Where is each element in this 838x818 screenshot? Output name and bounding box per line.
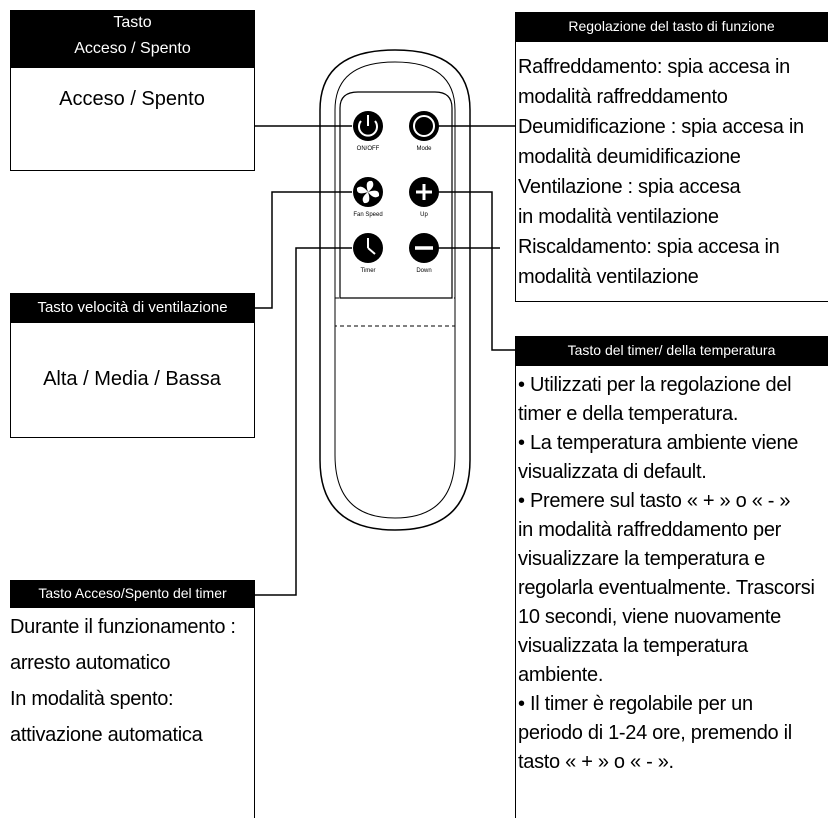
timer-temp-line: periodo di 1-24 ore, premendo il [518,722,792,744]
remote-body [319,49,471,531]
timer-temp-line: 10 secondi, viene nuovamente [518,606,781,628]
label-down: Down [416,268,431,274]
timer-temp-line: visualizzata la temperatura [518,635,748,657]
label-mode: Mode [416,146,432,152]
function-line: modalità deumidificazione [518,146,741,168]
timer-temp-line: visualizzare la temperatura e [518,548,765,570]
timer-temp-header-text: Tasto del timer/ della temperatura [567,342,776,358]
timer-temp-line: • La temperatura ambiente viene [518,432,799,454]
fan-icon [353,177,383,207]
fan-box-body: Alta / Media / Bassa [43,368,221,390]
power-box-body: Acceso / Spento [59,88,205,110]
timer-temp-box-header: Tasto del timer/ della temperatura [515,336,828,366]
timer-header-text: Tasto Acceso/Spento del timer [38,585,227,601]
circle-icon [409,111,439,141]
label-fan: Fan Speed [353,212,382,218]
connector-up [436,191,515,351]
timer-temp-line: in modalità raffreddamento per [518,519,782,541]
timer-line: arresto automatico [10,652,171,674]
remote-button-panel [339,91,453,299]
fan-box-header: Tasto velocità di ventilazione [10,293,255,323]
function-line: modalità raffreddamento [518,86,728,108]
timer-temp-line: • Premere sul tasto « + » o « - » [518,490,791,512]
timer-temp-line: • Utilizzati per la regolazione del [518,374,792,396]
power-header-line2: Acceso / Spento [74,40,191,57]
power-box: Acceso / Spento [10,68,255,171]
function-line: Raffreddamento: spia accesa in [518,56,790,78]
power-header-line1: Tasto [113,14,152,31]
fan-box: Alta / Media / Bassa [10,323,255,438]
plus-icon [409,177,439,207]
function-line: Deumidificazione : spia accesa in [518,116,804,138]
timer-line: Durante il funzionamento : [10,616,236,638]
label-timer: Timer [360,268,375,274]
function-box-header: Regolazione del tasto di funzione [515,12,828,42]
fan-header-text: Tasto velocità di ventilazione [37,299,228,316]
timer-temp-line: timer e della temperatura. [518,403,739,425]
connector-timer [255,247,352,596]
power-box-header: Tasto Acceso / Spento [10,10,255,68]
timer-temp-line: tasto « + » o « - ». [518,751,674,773]
clock-icon [353,233,383,263]
remote-display [334,297,456,327]
connector-fan [255,191,352,309]
timer-line: In modalità spento: [10,688,174,710]
function-line: in modalità ventilazione [518,206,719,228]
function-box: Raffreddamento: spia accesa in modalità … [515,42,828,302]
timer-box-header: Tasto Acceso/Spento del timer [10,580,255,608]
timer-box: Durante il funzionamento : arresto autom… [10,608,255,818]
function-line: Ventilazione : spia accesa [518,176,741,198]
function-line: Riscaldamento: spia accesa in [518,236,780,258]
minus-icon [409,233,439,263]
function-header-text: Regolazione del tasto di funzione [568,18,775,34]
label-onoff: ON/OFF [357,146,380,152]
remote-inner-outline [334,61,456,519]
timer-temp-box: • Utilizzati per la regolazione del time… [515,366,828,818]
timer-line: attivazione automatica [10,724,203,746]
timer-temp-line: • Il timer è regolabile per un [518,693,753,715]
label-up: Up [420,212,428,218]
timer-temp-line: regolarla eventualmente. Trascorsi [518,577,815,599]
power-icon [353,111,383,141]
timer-temp-line: ambiente. [518,664,604,686]
function-line: modalità ventilazione [518,266,699,288]
timer-temp-line: visualizzata di default. [518,461,707,483]
